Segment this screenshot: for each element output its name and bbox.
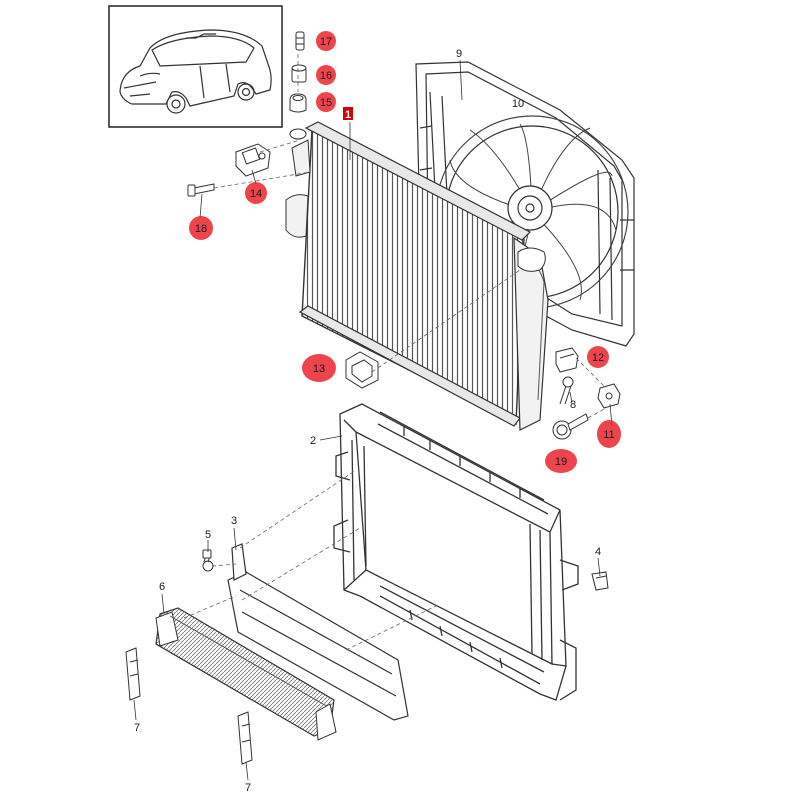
callout-17-badge: 17 [316, 31, 336, 51]
callout-14: 14 [250, 188, 262, 200]
callout-19: 19 [555, 456, 567, 468]
main-label-box [343, 107, 353, 120]
callout-12: 12 [592, 352, 604, 364]
callout-15: 15 [320, 97, 332, 109]
bracket-11 [597, 383, 621, 409]
screw-17 [295, 31, 305, 51]
callout-5: 5 [205, 529, 211, 541]
bolt-19 [552, 413, 589, 440]
bushing-16 [291, 64, 307, 83]
callout-13: 13 [313, 363, 325, 375]
callout-1: 1 [345, 109, 351, 121]
screw-5 [202, 549, 214, 572]
air-guide-7a [125, 647, 141, 701]
air-guide-7b [237, 711, 253, 765]
front-carrier-frame [333, 403, 579, 701]
oil-cooler-6 [155, 607, 337, 741]
callout-7b: 7 [245, 782, 251, 794]
car-thumbnail-icon [119, 29, 272, 114]
leader-lines [133, 59, 613, 781]
callout-16: 16 [320, 70, 332, 82]
callout-12-badge: 12 [587, 346, 609, 368]
callout-1-box: 1 [343, 107, 353, 121]
callout-11: 11 [603, 429, 614, 441]
callout-9: 9 [456, 48, 462, 60]
callout-6: 6 [159, 581, 165, 593]
callout-8: 8 [570, 399, 576, 411]
vehicle-thumbnail [108, 5, 283, 128]
callout-18: 18 [195, 223, 207, 235]
callout-2: 2 [310, 435, 316, 447]
callout-17: 17 [320, 36, 332, 48]
callout-18-badge: 18 [189, 216, 213, 240]
radiator [285, 121, 549, 431]
callout-15-badge: 15 [316, 92, 336, 112]
callout-3: 3 [231, 515, 237, 527]
air-guide-3 [227, 543, 409, 721]
bracket-14 [235, 143, 271, 177]
callout-7a: 7 [134, 722, 140, 734]
clip-4 [591, 571, 609, 591]
callout-16-badge: 16 [316, 65, 336, 85]
bolt-18 [187, 183, 215, 197]
callout-4: 4 [595, 546, 601, 558]
callout-19-badge: 19 [545, 449, 577, 473]
clip-12 [555, 347, 579, 373]
bracket-13 [345, 351, 379, 389]
screw-8 [559, 376, 574, 405]
assembly-dashes [183, 54, 607, 651]
callout-10: 10 [512, 98, 524, 110]
callout-11-badge: 11 [597, 420, 621, 448]
callout-14-badge: 14 [245, 182, 267, 204]
callout-13-badge: 13 [302, 354, 336, 382]
rubber-mount-15 [289, 93, 307, 113]
